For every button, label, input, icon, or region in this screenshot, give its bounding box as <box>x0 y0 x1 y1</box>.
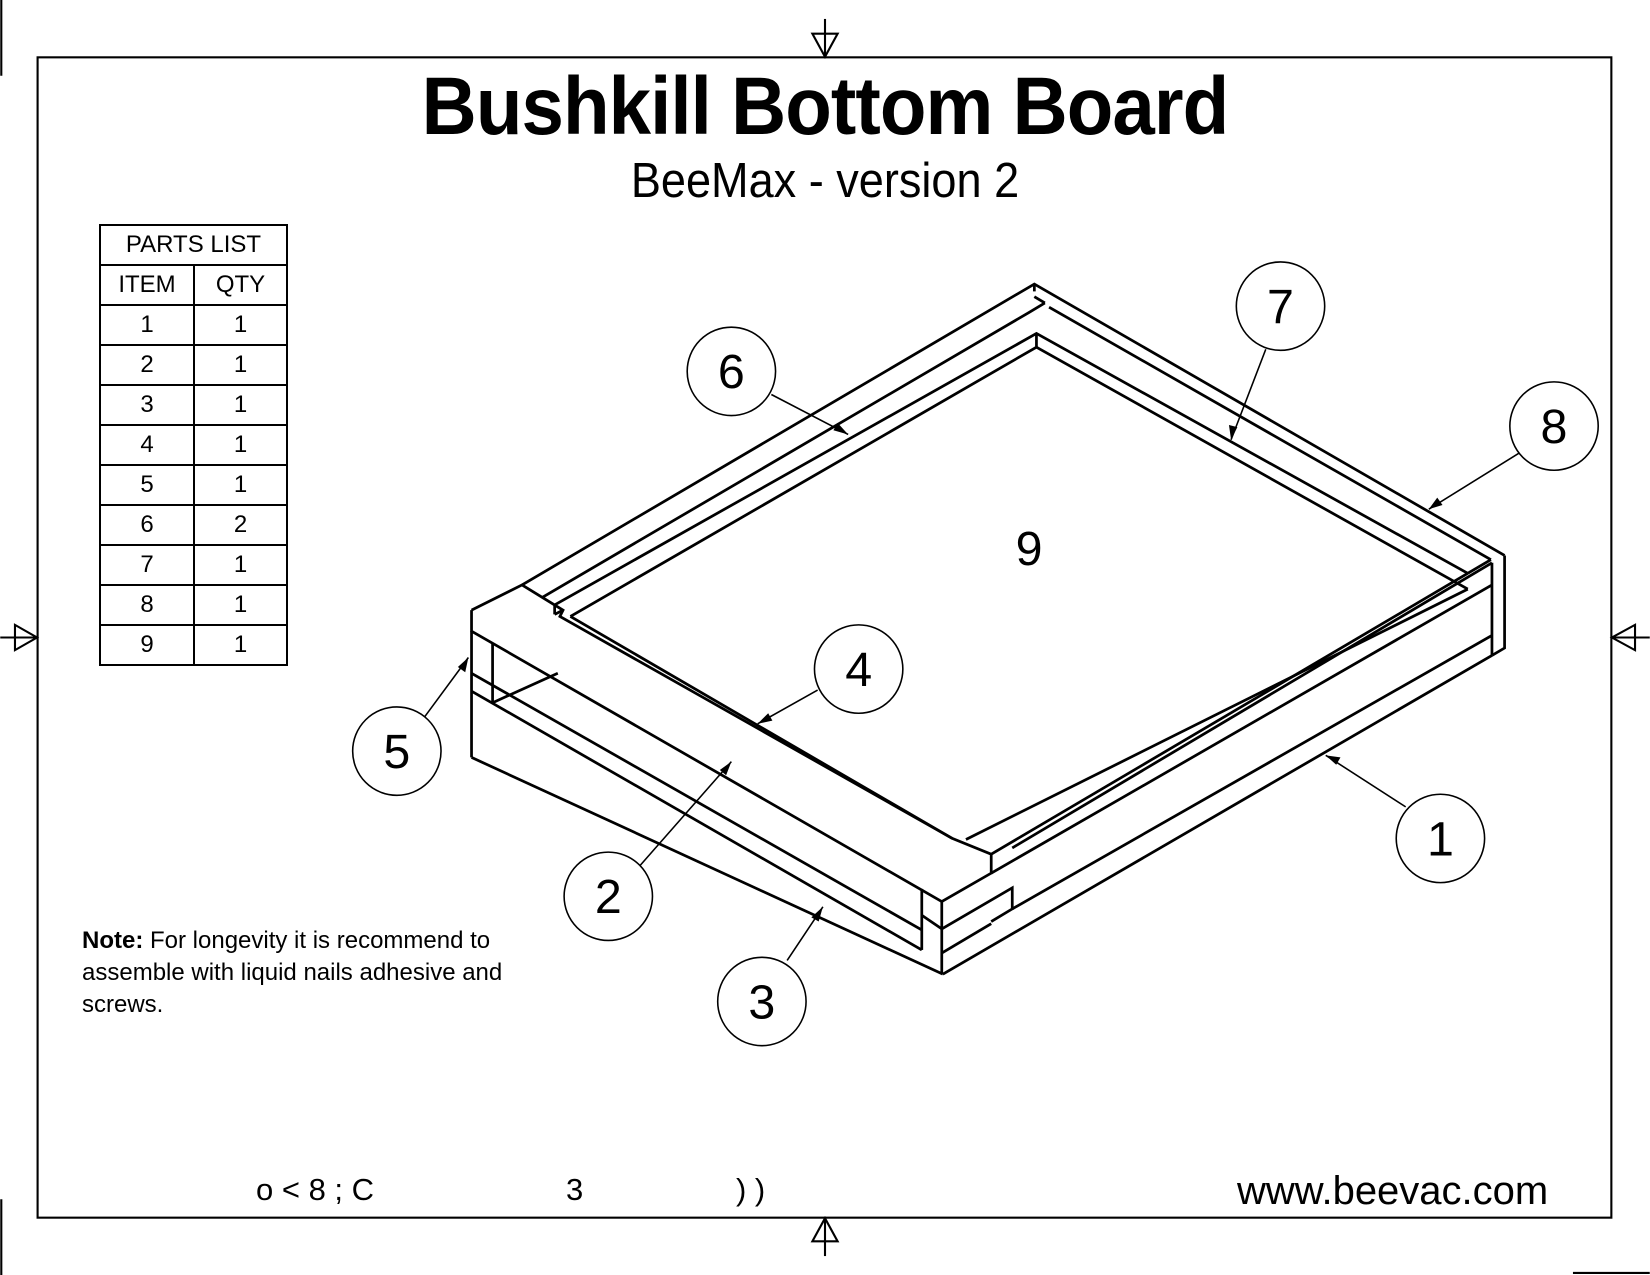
callout-circle-6 <box>686 326 777 417</box>
column-header-qty: QTY <box>193 264 288 306</box>
item-cell: 7 <box>99 544 195 586</box>
qty-cell: 1 <box>193 464 288 506</box>
callout-label-4: 4 <box>845 643 872 697</box>
qty-cell: 2 <box>193 504 288 546</box>
page-title: Bushkill Bottom Board <box>421 61 1230 152</box>
qty-cell: 1 <box>193 384 288 426</box>
callout-circle-3 <box>716 956 807 1047</box>
item-cell: 9 <box>99 624 195 666</box>
callout-label-5: 5 <box>383 725 410 779</box>
callout-label-2: 2 <box>595 870 622 924</box>
callout-circles <box>351 261 1599 1047</box>
callout-label-3: 3 <box>748 975 775 1029</box>
parts-list-title: PARTS LIST <box>99 224 288 266</box>
item-cell: 4 <box>99 424 195 466</box>
item-cell: 1 <box>99 304 195 346</box>
callout-label-7: 7 <box>1267 280 1294 334</box>
website-url: www.beevac.com <box>1237 1169 1549 1213</box>
qty-cell: 1 <box>193 544 288 586</box>
callout-circle-1 <box>1395 793 1486 884</box>
footer-field-2: 3 <box>566 1172 584 1207</box>
item-cell: 3 <box>99 384 195 426</box>
part-9-label: 9 <box>1016 522 1043 576</box>
item-cell: 2 <box>99 344 195 386</box>
callout-label-1: 1 <box>1427 812 1454 866</box>
callout-label-6: 6 <box>718 345 745 399</box>
qty-cell: 1 <box>193 424 288 466</box>
item-cell: 6 <box>99 504 195 546</box>
qty-cell: 1 <box>193 344 288 386</box>
center-mark-top-icon <box>810 18 840 60</box>
note-text: For longevity it is recommend to assembl… <box>82 927 503 1018</box>
column-header-item: ITEM <box>99 264 195 306</box>
note-label: Note: <box>82 927 144 954</box>
center-mark-bottom-icon <box>810 1215 840 1257</box>
footer-field-3: ) ) <box>736 1172 766 1207</box>
footer-field-1: o < 8 ; C <box>256 1172 375 1207</box>
assembly-note: Note: For longevity it is recommend to a… <box>82 925 522 1021</box>
bottom-board-drawing <box>470 282 1506 976</box>
center-mark-left-icon <box>0 623 40 652</box>
callout-circle-5 <box>351 706 442 797</box>
callout-circle-7 <box>1235 261 1326 352</box>
callout-label-8: 8 <box>1541 400 1568 454</box>
center-mark-right-icon <box>1609 623 1650 652</box>
qty-cell: 1 <box>193 624 288 666</box>
qty-cell: 1 <box>193 584 288 626</box>
callout-circle-2 <box>563 851 654 942</box>
item-cell: 5 <box>99 464 195 506</box>
item-cell: 8 <box>99 584 195 626</box>
callout-circle-4 <box>813 624 904 715</box>
leader-arrowheads <box>457 422 1443 922</box>
qty-cell: 1 <box>193 304 288 346</box>
callout-circle-8 <box>1509 381 1599 472</box>
page-subtitle: BeeMax - version 2 <box>630 154 1020 208</box>
